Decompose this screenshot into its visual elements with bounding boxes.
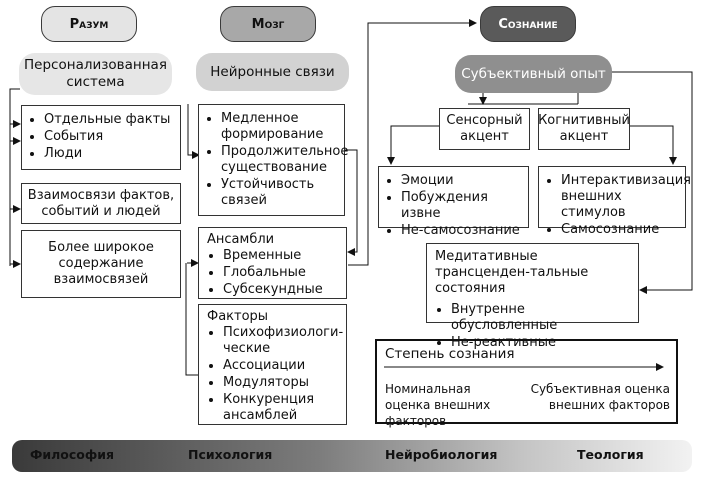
factors-box: Факторы Психофизиологи-ческие Ассоциации… (198, 304, 347, 425)
disciplines-bar: Философия Психология Нейробиология Теоло… (12, 440, 692, 472)
mind-broader-box: Более широкое содержание взаимосвязей (21, 230, 181, 298)
degree-right-label: Субъективная оценка внешних факторов (530, 382, 670, 412)
list-item: Не-реактивные (451, 335, 630, 351)
list-item: Люди (44, 146, 174, 162)
bar-label-neurobiology: Нейробиология (385, 447, 498, 462)
list-item: Ассоциации (223, 358, 340, 374)
list-item: Отдельные факты (44, 112, 174, 128)
mind-relations-box: Взаимосвязи фактов, событий и людей (21, 183, 181, 224)
brain-header: Мозг (220, 6, 316, 42)
ensembles-title: Ансамбли (207, 232, 275, 247)
subjective-experience: Субъективный опыт (455, 55, 612, 93)
list-item: Не-самосознание (401, 223, 522, 239)
degree-title: Степень сознания (385, 346, 515, 362)
cognitive-list-box: Интерактивизация внешних стимулов Самосо… (538, 166, 691, 237)
list-item: Устойчивость связей (221, 177, 338, 209)
bar-label-philosophy: Философия (30, 447, 115, 462)
personalized-system: Персонализованная система (19, 53, 172, 95)
list-item: Продолжительное существование (221, 144, 348, 176)
list-item: Эмоции (401, 173, 522, 189)
list-item: Побуждения извне (401, 190, 522, 222)
list-item: Психофизиологи-ческие (223, 325, 343, 357)
list-item: Глобальные (223, 265, 340, 281)
bar-label-psychology: Психология (188, 447, 273, 462)
brain-props-box: Медленное формирование Продолжительное с… (198, 104, 348, 216)
degree-box: Степень сознания Номинальная оценка внеш… (375, 339, 678, 428)
list-item: События (44, 129, 174, 145)
list-item: Самосознание (561, 222, 681, 238)
sensory-list-box: Эмоции Побуждения извне Не-самосознание (378, 166, 529, 238)
list-item: Интерактивизация внешних стимулов (561, 173, 691, 221)
neural-connections: Нейронные связи (196, 53, 349, 91)
mind-facts-box: Отдельные факты События Люди (21, 105, 181, 170)
list-item: Модуляторы (223, 375, 340, 391)
factors-title: Факторы (207, 309, 269, 324)
meditative-title: Медитативные трансценден-тальные состоян… (435, 249, 589, 296)
list-item: Временные (223, 248, 340, 264)
consciousness-header: Сознание (480, 6, 576, 42)
list-item: Субсекундные (223, 282, 340, 298)
degree-left-label: Номинальная оценка внешних факторов (385, 382, 491, 428)
mind-header: Разум (41, 6, 137, 42)
sensory-accent-box: Сенсорный акцент (439, 108, 530, 150)
list-item: Внутренне обусловленные (451, 302, 630, 334)
meditative-box: Медитативные трансценден-тальные состоян… (426, 243, 639, 350)
bar-label-theology: Теология (577, 447, 644, 462)
list-item: Конкуренция ансамблей (223, 392, 340, 424)
ensembles-box: Ансамбли Временные Глобальные Субсекундн… (198, 227, 347, 299)
list-item: Медленное формирование (221, 111, 338, 143)
cognitive-accent-box: Когнитивный акцент (538, 108, 630, 150)
